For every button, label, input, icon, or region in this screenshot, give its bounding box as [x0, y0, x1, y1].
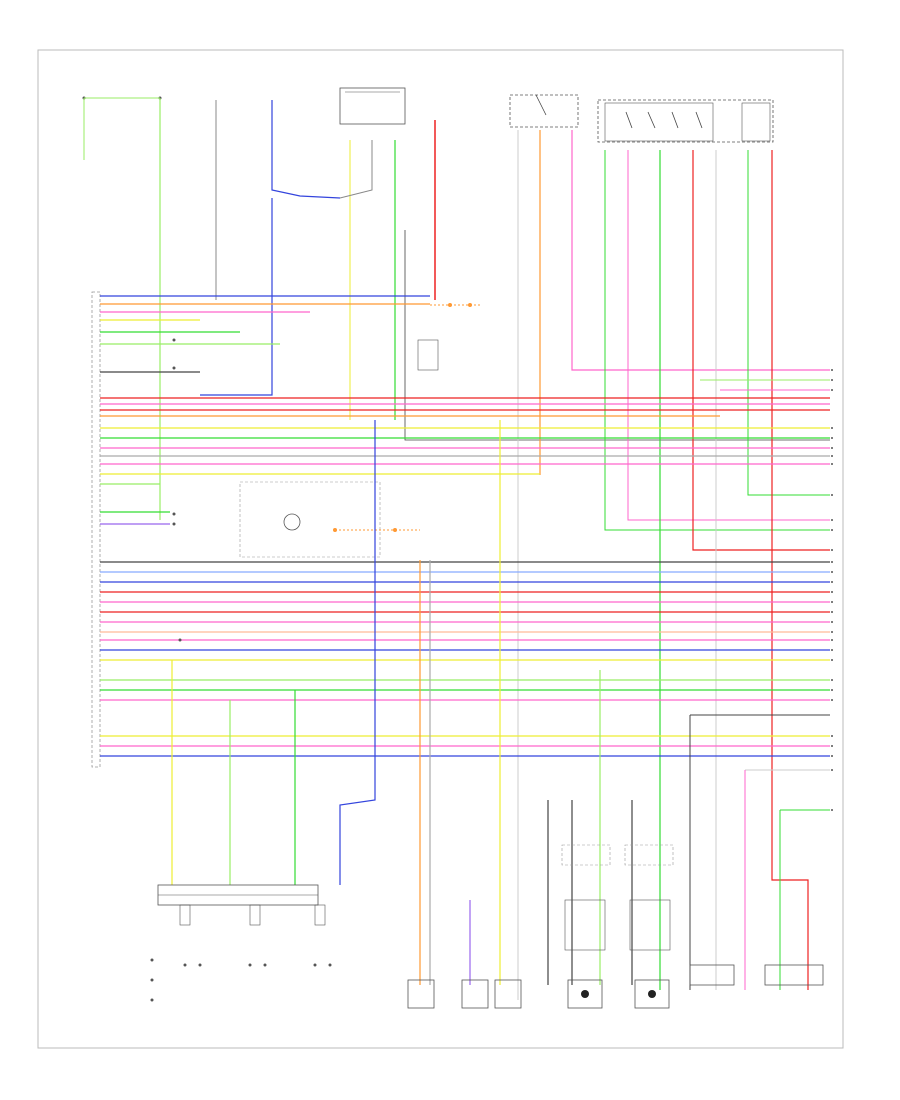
ignition-switch-area: [339, 87, 406, 125]
input-speed-sensor: [689, 964, 735, 986]
instrument-cluster: [239, 481, 420, 558]
right-edge-wires: [689, 379, 830, 990]
bottom-pin-columns: [150, 958, 332, 1002]
connector-block-bottom: [157, 884, 326, 926]
sensor-dashed-boxes: [561, 844, 674, 951]
lower-down-wires: [171, 420, 633, 985]
ignition-switch-box: [339, 87, 406, 125]
vehicle-speed-sensor-2: [634, 979, 670, 1009]
mil-indicator: [417, 303, 480, 371]
engine-control-module-block: [91, 291, 101, 768]
output-speed-sensor: [764, 964, 824, 986]
shift-solenoid-a: [461, 979, 489, 1009]
left-markers: [172, 338, 182, 642]
vehicle-speed-sensor-1: [567, 979, 603, 1009]
ecm-harness-lines: [100, 295, 830, 757]
fuse-box-top: [509, 94, 579, 128]
diagram-frame: [37, 49, 844, 1049]
park-neutral-switch-box: [597, 99, 774, 143]
right-vertical-wires: [517, 130, 830, 1000]
right-connector-pins: [831, 369, 833, 811]
transmission-range-sensor-box: [407, 979, 435, 1009]
top-left-wires: [83, 97, 830, 520]
shift-solenoid-b: [494, 979, 522, 1009]
